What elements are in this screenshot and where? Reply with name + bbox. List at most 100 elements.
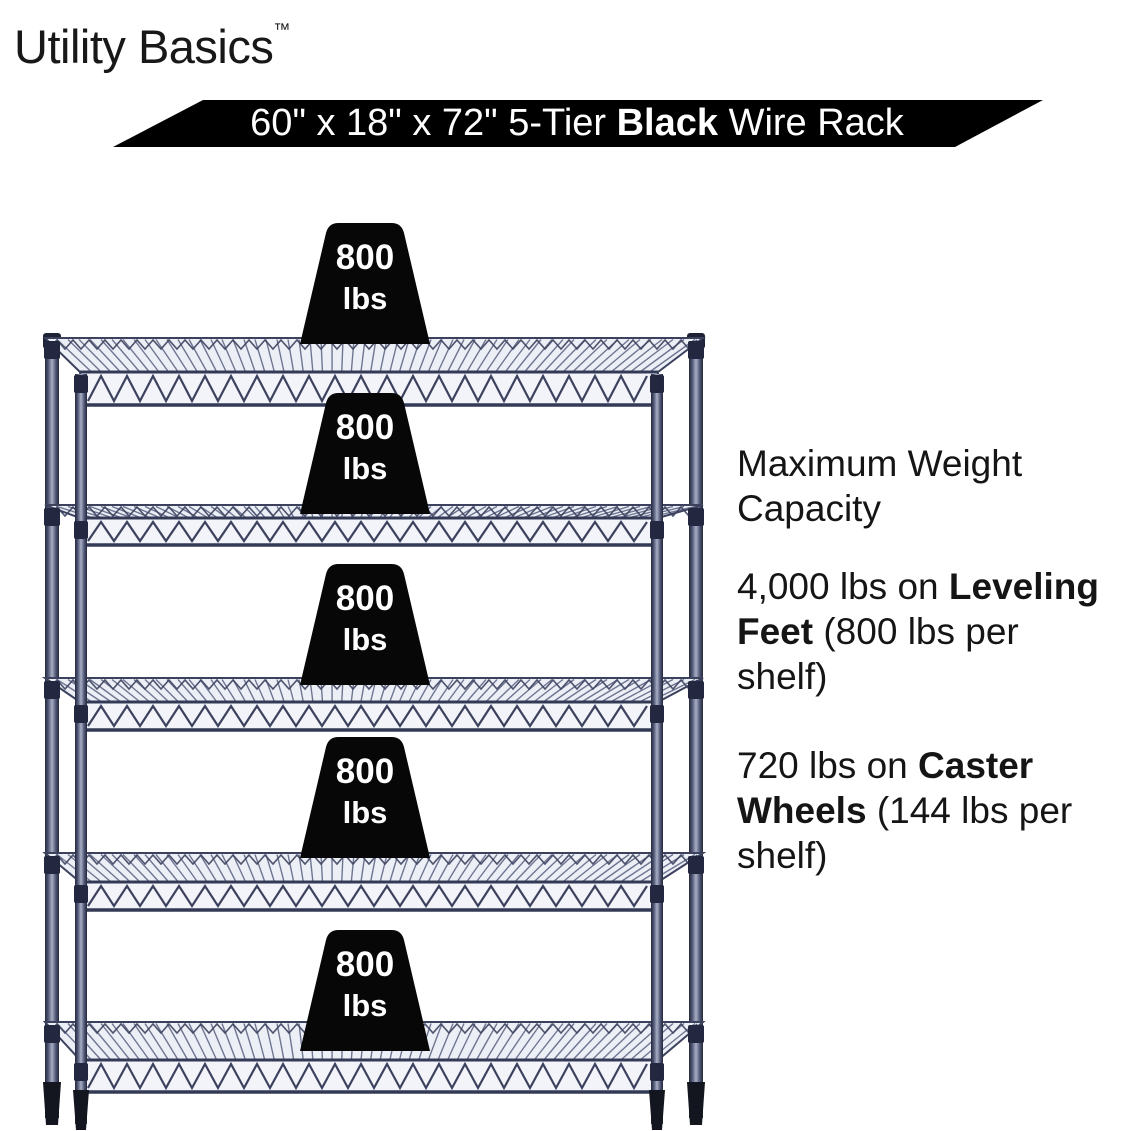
shelf-wire <box>133 678 159 702</box>
post-collar <box>688 856 704 874</box>
banner-parallelogram <box>113 100 1043 147</box>
shelf-wire <box>486 1023 509 1060</box>
weight-value: 800 <box>335 752 395 791</box>
shelf-wire <box>524 854 553 882</box>
shelf-wire <box>486 339 509 372</box>
shelf-wire <box>232 854 246 882</box>
post-foot <box>687 1082 705 1125</box>
shelf-wire <box>100 1023 130 1060</box>
post-collar <box>688 508 704 526</box>
shelf-truss-zigzag <box>87 1061 648 1091</box>
shelf-wire <box>466 1023 487 1060</box>
shelf-wire <box>320 854 324 882</box>
shelf-wire <box>188 1023 208 1060</box>
shelf-truss-zigzag <box>87 703 648 729</box>
post-foot <box>73 1090 89 1130</box>
post-collar <box>650 1063 664 1081</box>
shelf-wire <box>602 1022 641 1060</box>
shelf-wire <box>621 338 663 372</box>
shelf-wire <box>133 1023 159 1060</box>
shelf-wire <box>466 339 487 372</box>
shelf-wire <box>379 339 388 372</box>
shelf-wire <box>122 339 150 372</box>
shelf-wire <box>243 505 256 518</box>
post-collar <box>650 375 664 393</box>
shelf-wire <box>612 505 652 518</box>
post-collar <box>44 856 60 874</box>
shelf-back-truss <box>48 853 698 866</box>
shelf-wire <box>56 338 91 372</box>
shelf-wire <box>133 854 159 882</box>
post-collar <box>650 885 664 903</box>
shelf-wire <box>553 678 586 702</box>
shelf-wire <box>100 339 130 372</box>
shelf-wire <box>399 854 410 882</box>
weight-badge: 800 lbs <box>298 222 432 344</box>
shelf-wire <box>466 854 487 882</box>
shelf-wire <box>515 1023 542 1060</box>
brand-logo: Utility Basics™ <box>14 2 290 75</box>
shelf-wire <box>544 853 575 882</box>
shelf-wire <box>592 505 630 518</box>
shelf-wire <box>188 854 208 882</box>
shelf-wire <box>320 339 324 372</box>
shelf-wire <box>177 679 198 702</box>
banner-title-prefix: 60" x 18" x 72" 5-Tier <box>250 102 617 144</box>
shelf-wire <box>457 1023 476 1060</box>
weight-badge-text: 800 lbs <box>298 563 432 685</box>
shelf-wire <box>221 679 237 702</box>
weight-value: 800 <box>335 579 395 618</box>
weight-unit: lbs <box>342 795 388 830</box>
shelf-wire <box>428 339 443 372</box>
shelf-wire <box>122 1023 150 1060</box>
shelf-wire <box>166 1023 188 1060</box>
shelf <box>42 337 706 407</box>
shelf-wire <box>155 854 179 882</box>
shelf-wire <box>505 854 531 882</box>
shelf-wire <box>287 679 295 702</box>
shelf-wire <box>563 678 597 702</box>
shelf-wire <box>399 339 410 372</box>
shelf-wire <box>67 338 101 372</box>
shelf-wire <box>476 854 498 882</box>
weight-badge: 800 lbs <box>298 929 432 1051</box>
shelf-wire <box>210 1023 227 1060</box>
rack-post <box>43 333 61 1125</box>
shelf-wire <box>254 1023 266 1060</box>
shelf-wire <box>428 1023 443 1060</box>
leveling-pre: 4,000 lbs on <box>737 566 949 607</box>
rack-post <box>649 374 665 1130</box>
shelf-wire <box>437 679 454 702</box>
shelf-wire <box>437 854 454 882</box>
weight-badge-text: 800 lbs <box>298 222 432 344</box>
shelf-wire <box>370 339 377 372</box>
post-collar <box>74 375 88 393</box>
shelf-wire <box>155 1023 179 1060</box>
shelf-wire <box>524 339 553 372</box>
shelf-wire <box>155 339 179 372</box>
shelf-wire <box>199 339 217 372</box>
shelf-wire <box>544 339 575 372</box>
shelf-wire <box>553 853 586 882</box>
shelf-wire <box>111 678 140 702</box>
post-collar <box>688 341 704 359</box>
brand-name: Utility Basics <box>14 20 274 73</box>
weight-badge-text: 800 lbs <box>298 929 432 1051</box>
shelf-wire <box>144 678 169 702</box>
shelf-wire <box>602 678 641 702</box>
caster-bold: Caster Wheels <box>737 745 1034 831</box>
shelf-wire <box>466 679 487 702</box>
shelf-wire <box>573 678 608 702</box>
weight-badge: 800 lbs <box>298 736 432 858</box>
shelf-wire <box>457 854 476 882</box>
shelf-wire <box>287 506 295 518</box>
weight-unit: lbs <box>342 622 388 657</box>
shelf-wire <box>370 854 377 882</box>
shelf-wire <box>265 1023 275 1060</box>
shelf-wire <box>495 854 520 882</box>
shelf-wire <box>122 678 149 702</box>
shelf-wire <box>276 339 285 372</box>
leveling-bold: Leveling Feet <box>737 566 1099 652</box>
shelf-wire <box>408 339 421 372</box>
shelf-wire <box>232 1023 246 1060</box>
